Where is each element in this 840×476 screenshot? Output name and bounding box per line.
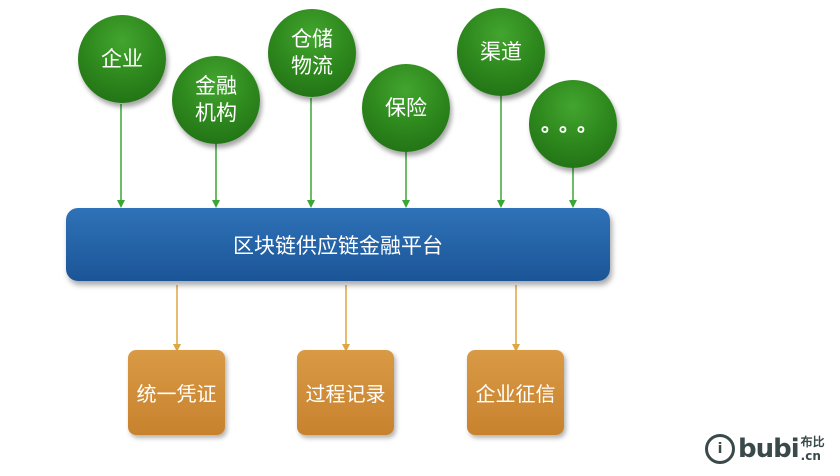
node-label: 保险: [385, 95, 427, 120]
brand-chinese: 布比: [800, 435, 825, 449]
node-enterprise: 企业: [78, 15, 166, 103]
node-label: 金融 机构: [195, 74, 237, 125]
output-enterprise-credit: 企业征信: [467, 350, 564, 435]
node-label: 渠道: [480, 39, 522, 64]
output-label: 过程记录: [305, 382, 386, 406]
platform-label: 区块链供应链金融平台: [233, 233, 443, 258]
node-label: 。。。: [541, 111, 605, 136]
node-financial-institution: 金融 机构: [172, 56, 260, 144]
node-label: 企业: [101, 46, 143, 71]
node-warehouse-logistics: 仓储 物流: [268, 9, 356, 97]
brand-domain: .cn: [800, 449, 821, 463]
platform-bar: 区块链供应链金融平台: [66, 208, 610, 281]
output-label: 企业征信: [475, 382, 556, 406]
node-insurance: 保险: [362, 64, 450, 152]
output-unified-voucher: 统一凭证: [128, 350, 225, 435]
node-label: 仓储 物流: [291, 27, 333, 78]
brand-name: bubi: [738, 434, 800, 464]
node-channel: 渠道: [457, 8, 545, 96]
person-logo-icon: i: [705, 434, 735, 464]
output-process-record: 过程记录: [297, 350, 394, 435]
node-more: 。。。: [529, 80, 617, 168]
brand-watermark: i bubi 布比 .cn: [705, 432, 825, 466]
output-label: 统一凭证: [136, 382, 217, 406]
